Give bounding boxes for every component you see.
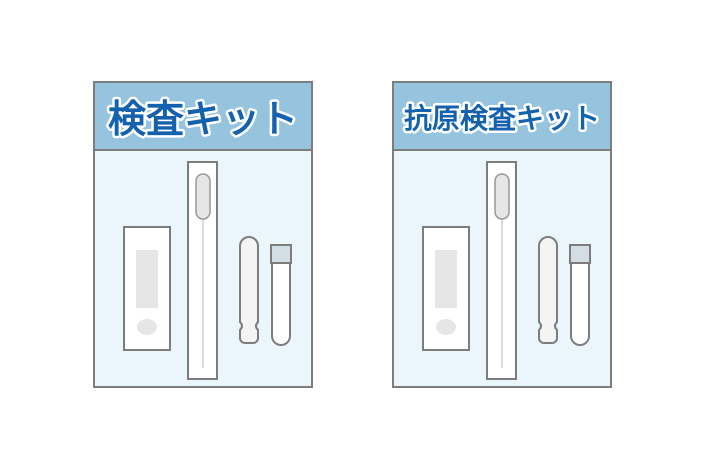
kit-2-title: 抗原検査キット	[404, 102, 600, 135]
kit-2: 抗原検査キット	[392, 81, 612, 388]
kit-1: 検査キット	[93, 81, 313, 388]
kit-1-title: 検査キット	[108, 97, 298, 141]
